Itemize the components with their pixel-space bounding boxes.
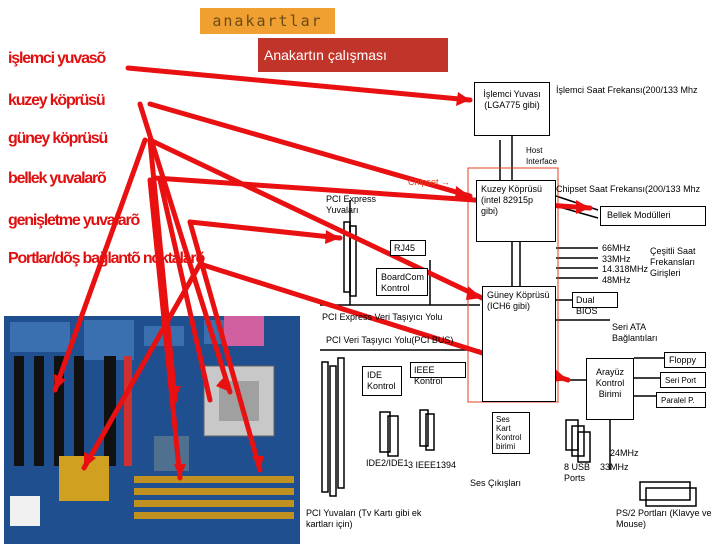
label-islemci: işlemci yuvasõ [8, 50, 106, 67]
page-header: anakartlar [200, 8, 335, 34]
pci-slots-label: PCI Yuvaları (Tv Kartı gibi ek kartları … [306, 508, 422, 529]
clock-inputs-label: Çeşitli Saat Frekansları Girişleri [650, 246, 696, 278]
south-bridge-box: Güney Köprüsü (ICH6 gibi) [482, 286, 556, 402]
mhz33-label: 33MHz [600, 462, 629, 472]
host-interface-label: Host Interface [526, 146, 558, 166]
pci-express-label: PCI Express Yuvaları [326, 194, 377, 215]
floppy-box: Floppy [664, 352, 706, 368]
sound-out-label: Ses Çıkışları [470, 478, 522, 488]
ide-box: IDE Kontrol [362, 366, 402, 396]
ieee-ports-label: 3 IEEE1394 [408, 460, 457, 470]
io-controller-box: Arayüz Kontrol Birimi [586, 358, 634, 420]
dual-bios-box: Dual BIOS [572, 292, 618, 316]
ieee-box: IEEE Kontrol [410, 362, 466, 386]
north-bridge-box: Kuzey Köprüsü (intel 82915p gibi) [476, 180, 556, 242]
label-genisleme: genişletme yuvalarõ [8, 212, 140, 229]
chipset-label: Chipset → [408, 177, 451, 187]
clock-33: 33MHz [602, 254, 631, 264]
parallel-port-box: Paralel P. [656, 392, 706, 408]
rj45-box: RJ45 [390, 240, 426, 256]
ps2-label: PS/2 Portları (Klavye ve Mouse) [616, 508, 712, 529]
section-title: Anakartın çalışması [258, 38, 448, 72]
usb-label: 8 USB Ports [564, 462, 591, 483]
sata-label: Seri ATA Bağlantıları [612, 322, 658, 343]
ide-ports-label: IDE2/IDE1 [366, 458, 409, 468]
cpu-freq-label: İşlemci Saat Frekansı(200/133 Mhz [556, 85, 698, 95]
label-bellek: bellek yuvalarõ [8, 170, 107, 187]
pci-bus-label: PCI Veri Taşıyıcı Yolu(PCI BUS) [326, 335, 454, 345]
pcie-bus-label: PCI Express Veri Taşıyıcı Yolu [322, 312, 443, 322]
label-kuzey: kuzey köprüsü [8, 92, 106, 109]
label-guney: güney köprüsü [8, 130, 108, 147]
broadcom-box: BoardCom Kontrol [376, 268, 428, 296]
clock-48: 48MHz [602, 275, 631, 285]
sound-box: Ses Kart Kontrol birimi [492, 412, 530, 454]
mhz24-label: 24MHz [610, 448, 639, 458]
clock-14: 14.318MHz [602, 264, 649, 274]
clock-66: 66MHz [602, 243, 631, 253]
cpu-box: İşlemci Yuvası (LGA775 gibi) [474, 82, 550, 136]
chipset-freq-label: Chipset Saat Frekansı(200/133 Mhz [556, 184, 701, 194]
serial-port-box: Seri Port [660, 372, 706, 388]
memory-box: Bellek Modülleri [600, 206, 706, 226]
